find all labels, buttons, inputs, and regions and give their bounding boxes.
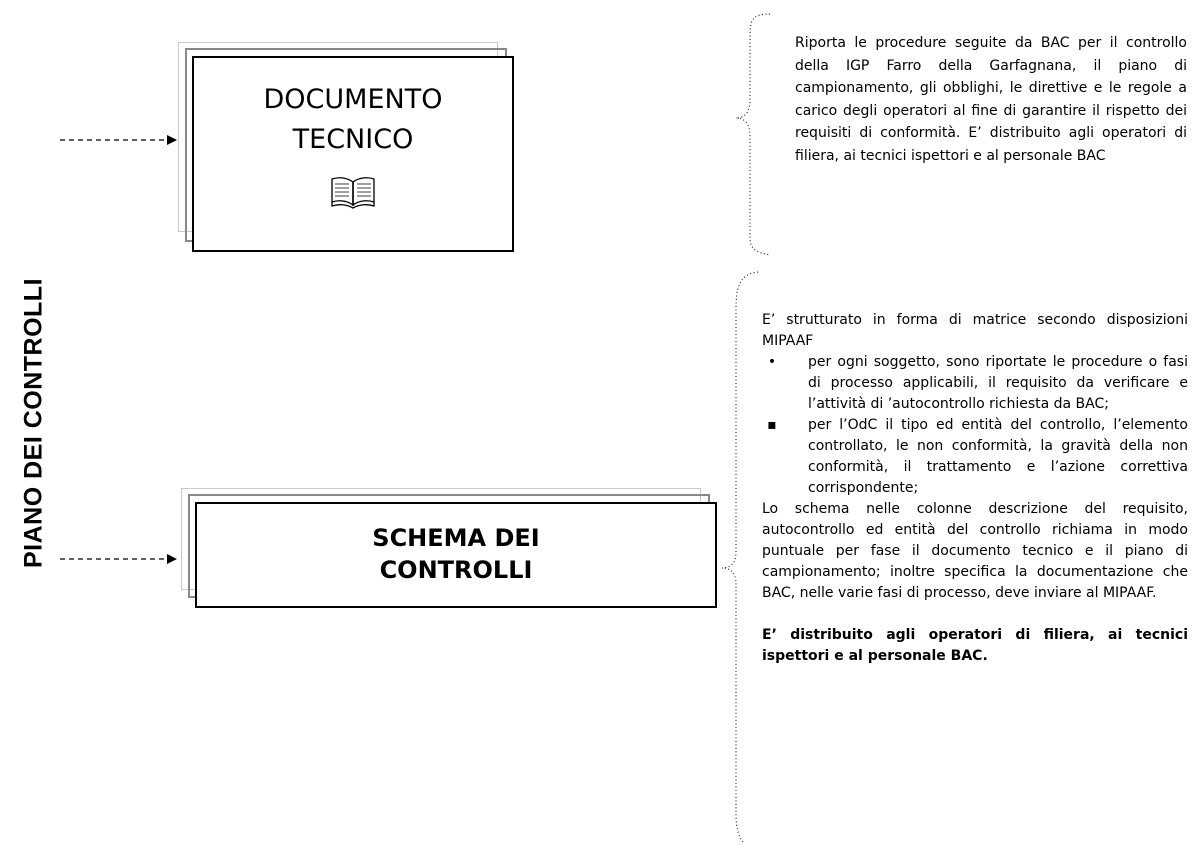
documento-tecnico-box: DOCUMENTO TECNICO	[178, 42, 514, 256]
box-title-line1: DOCUMENTO	[263, 84, 443, 115]
box-title-line2: TECNICO	[292, 124, 414, 155]
description-bullet-list: • per ogni soggetto, sono riportate le p…	[762, 352, 1188, 499]
description-intro: E’ strutturato in forma di matrice secon…	[762, 312, 1188, 349]
documento-tecnico-description: Riporta le procedure seguite da BAC per …	[795, 32, 1187, 167]
brace-documento-tecnico	[735, 13, 771, 256]
description-closing: E’ distribuito agli operatori di filiera…	[762, 627, 1188, 664]
list-item: ▪ per l’OdC il tipo ed entità del contro…	[762, 415, 1188, 499]
bullet-icon: •	[767, 354, 777, 370]
schema-dei-controlli-box: SCHEMA DEI CONTROLLI	[181, 488, 717, 612]
open-book-icon	[331, 177, 375, 209]
box-frame: SCHEMA DEI CONTROLLI	[195, 502, 717, 608]
box-title-line1: SCHEMA DEI	[372, 524, 540, 552]
description-text: Riporta le procedure seguite da BAC per …	[795, 35, 1187, 164]
list-item-text: per ogni soggetto, sono riportate le pro…	[808, 354, 1188, 412]
brace-schema-dei-controlli	[721, 271, 759, 844]
schema-dei-controlli-description: E’ strutturato in forma di matrice secon…	[762, 310, 1188, 667]
box-title-line2: CONTROLLI	[379, 556, 533, 584]
description-paragraph: Lo schema nelle colonne descrizione del …	[762, 501, 1188, 601]
spacer	[762, 604, 1188, 625]
bullet-icon: ▪	[767, 417, 777, 433]
box-frame: DOCUMENTO TECNICO	[192, 56, 514, 252]
list-item: • per ogni soggetto, sono riportate le p…	[762, 352, 1188, 415]
list-item-text: per l’OdC il tipo ed entità del controll…	[808, 417, 1188, 496]
